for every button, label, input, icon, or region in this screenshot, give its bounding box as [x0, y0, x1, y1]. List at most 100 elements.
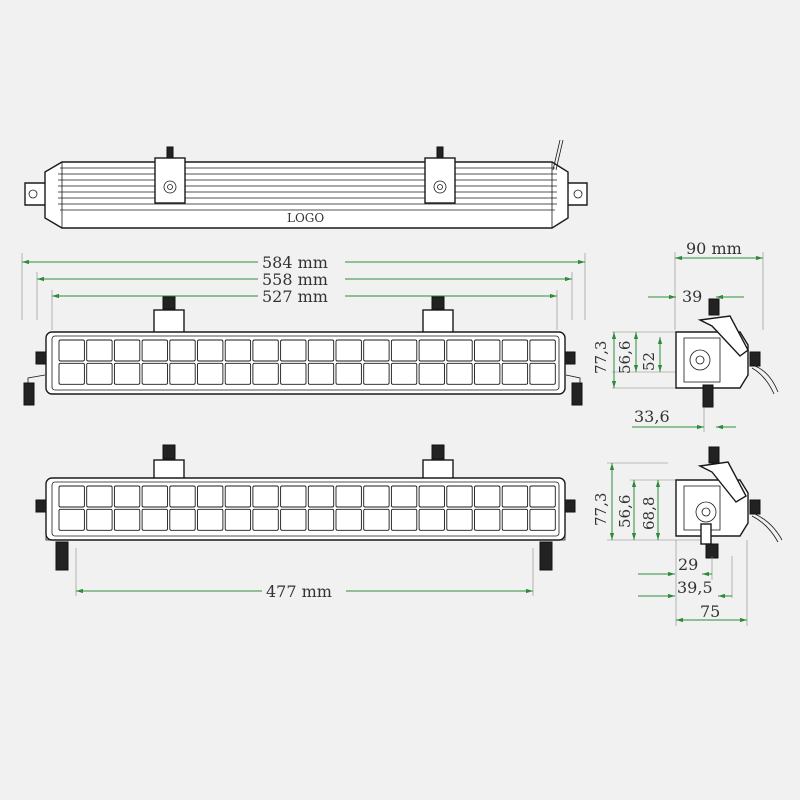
led-lens-cell [86, 339, 113, 362]
led-lens-cell [224, 339, 252, 362]
led-lens-cell [224, 362, 252, 385]
side2-stem [700, 523, 712, 545]
side2-cable [751, 513, 783, 543]
led-lens-cell [335, 485, 362, 508]
dim-52: 52 [640, 352, 658, 371]
led-lens-cell [141, 485, 168, 508]
front2-endcap-right [564, 499, 576, 513]
led-lens-cell [307, 362, 335, 385]
side1-pivot [689, 349, 711, 371]
led-lens-cell [363, 339, 390, 362]
side1-connector [749, 351, 761, 367]
front2-nut-left [162, 444, 176, 460]
left-tab-hole [28, 189, 38, 199]
led-lens-cell [224, 508, 252, 531]
led-lens-cell [113, 485, 141, 508]
right-tab-hole [573, 189, 583, 199]
led-lens-cell [141, 508, 168, 531]
dim-68-8: 68,8 [640, 497, 658, 530]
front-view-2: 477 mm [35, 444, 576, 601]
side2-top-bolt [708, 446, 720, 464]
dim-527: 527 mm [262, 287, 328, 306]
led-lens-cell [169, 362, 196, 385]
led-lens-cell [446, 362, 473, 385]
side1-top-bolt [708, 298, 720, 316]
led-lens-cell [280, 339, 307, 362]
led-lens-cell [446, 508, 473, 531]
led-lens-cell [280, 362, 307, 385]
side1-bracket [697, 315, 749, 357]
led-lens-cell [169, 485, 196, 508]
heatsink-fins [58, 162, 557, 228]
top-bolt-right [436, 146, 444, 159]
side-view-1: 90 mm 39 77,3 56,6 52 33,6 [592, 239, 779, 432]
led-lens-cell [113, 508, 141, 531]
led-lens-cell [197, 339, 224, 362]
dim-77-3-a: 77,3 [592, 341, 610, 374]
led-lens-cell [418, 339, 445, 362]
led-lens-cell [390, 508, 418, 531]
dim-56-6-b: 56,6 [616, 495, 634, 528]
side2-bottom-bolt [705, 543, 719, 559]
led-lens-cell [252, 508, 279, 531]
led-lens-cell [58, 362, 85, 385]
led-lens-cell [335, 508, 362, 531]
front1-led-grid [58, 339, 556, 385]
front1-endcap-left [35, 351, 47, 365]
side-view-2: 77,3 56,6 68,8 29 39,5 75 [592, 446, 783, 626]
led-lens-cell [390, 362, 418, 385]
led-lens-cell [501, 362, 529, 385]
led-lens-cell [474, 362, 501, 385]
led-lens-cell [418, 362, 445, 385]
led-lens-cell [224, 485, 252, 508]
led-lens-cell [418, 485, 445, 508]
front2-nut-right [431, 444, 445, 460]
led-lens-cell [501, 485, 529, 508]
led-lens-cell [529, 339, 556, 362]
dim-477: 477 mm [266, 582, 332, 601]
front2-bolt-left [55, 541, 69, 571]
led-lens-cell [169, 339, 196, 362]
top-cable [552, 139, 564, 171]
led-lens-cell [501, 508, 529, 531]
led-lens-cell [280, 508, 307, 531]
dim-56-6-a: 56,6 [616, 341, 634, 374]
dim-39: 39 [682, 287, 702, 306]
led-lens-cell [252, 339, 279, 362]
front1-bolt-right [571, 382, 583, 406]
led-lens-cell [390, 339, 418, 362]
front2-bolt-right [539, 541, 553, 571]
led-lens-cell [280, 485, 307, 508]
top-clamp-right [424, 157, 456, 204]
top-clamp-left [154, 157, 186, 204]
led-lens-cell [307, 508, 335, 531]
dim-584: 584 mm [262, 253, 328, 272]
front2-endcap-left [35, 499, 47, 513]
front1-nut-right [431, 296, 445, 310]
led-lens-cell [58, 339, 85, 362]
dim-39-5: 39,5 [677, 578, 713, 597]
front1-endcap-right [564, 351, 576, 365]
led-lens-cell [529, 362, 556, 385]
led-lens-cell [86, 508, 113, 531]
led-lens-cell [252, 485, 279, 508]
led-lens-cell [501, 339, 529, 362]
led-lens-cell [363, 485, 390, 508]
led-lens-cell [113, 339, 141, 362]
front1-clamp-right [422, 309, 454, 335]
led-lens-cell [169, 508, 196, 531]
front2-led-grid [58, 485, 556, 531]
led-lens-cell [363, 362, 390, 385]
led-lens-cell [390, 485, 418, 508]
side2-pivot [695, 501, 717, 523]
led-lens-cell [474, 508, 501, 531]
dim-29: 29 [678, 555, 698, 574]
led-lens-cell [197, 508, 224, 531]
side1-cable [751, 365, 779, 395]
led-lens-cell [335, 339, 362, 362]
led-lens-cell [58, 485, 85, 508]
led-lens-cell [418, 508, 445, 531]
dim-558: 558 mm [262, 270, 328, 289]
side1-bottom-bolt [702, 384, 714, 408]
